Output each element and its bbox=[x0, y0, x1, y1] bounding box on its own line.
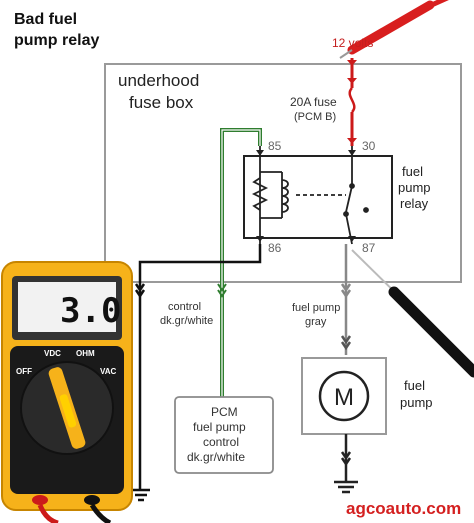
supply-wire bbox=[347, 58, 357, 146]
meter-lcd bbox=[18, 282, 116, 332]
pcm-label-line-3: control bbox=[203, 435, 239, 449]
meter-black-jack[interactable] bbox=[84, 495, 100, 505]
meter-vac-label: VAC bbox=[100, 367, 117, 376]
motor-letter: M bbox=[334, 384, 354, 411]
pcm-label-line-4: dk.gr/white bbox=[187, 450, 245, 464]
relay-label-line-2: pump bbox=[398, 180, 431, 195]
title-line-1: Bad fuel bbox=[14, 11, 77, 28]
pin-86-label: 86 bbox=[268, 241, 282, 255]
pcm-label-line-1: PCM bbox=[211, 405, 238, 419]
pump-label-line-2: pump bbox=[400, 395, 433, 410]
top-test-probe bbox=[339, 0, 449, 59]
pump-label-line-1: fuel bbox=[404, 378, 425, 393]
fuse-label-line-2: (PCM B) bbox=[294, 111, 336, 123]
fuse-box-outline bbox=[104, 63, 462, 283]
meter-red-lead bbox=[37, 504, 59, 523]
fuel-pump-box bbox=[301, 357, 387, 435]
fuse-box-label-line-2: fuse box bbox=[129, 93, 194, 112]
motor-symbol bbox=[318, 370, 370, 422]
relay-internals bbox=[251, 146, 369, 245]
control-wire-label-line-2: dk.gr/white bbox=[160, 315, 213, 327]
meter-ohm-label: OHM bbox=[76, 349, 95, 358]
meter-black-lead bbox=[89, 503, 112, 523]
fuse-label-line-1: 20A fuse bbox=[290, 95, 337, 109]
meter-ground-wire bbox=[132, 244, 262, 502]
pcm-box bbox=[174, 396, 274, 474]
control-wire-label-line-1: control bbox=[168, 301, 201, 313]
pin-30-label: 30 bbox=[362, 139, 376, 153]
meter-red-jack[interactable] bbox=[32, 495, 48, 505]
pin-87-label: 87 bbox=[362, 241, 376, 255]
pump-ground bbox=[334, 434, 358, 494]
meter-off-label: OFF bbox=[16, 367, 32, 376]
meter-vdc-label: VDC bbox=[44, 349, 61, 358]
ground-test-probe bbox=[351, 249, 474, 378]
fuse-symbol bbox=[348, 87, 356, 113]
pump-wire-label-line-2: gray bbox=[305, 316, 327, 328]
probe-voltage-label: 12 volts bbox=[332, 36, 373, 50]
fuse-box-label-line-1: underhood bbox=[118, 71, 199, 90]
title-line-2: pump relay bbox=[14, 32, 99, 49]
pin-85-label: 85 bbox=[268, 139, 282, 153]
relay-box bbox=[243, 155, 393, 239]
relay-label-line-1: fuel bbox=[402, 164, 423, 179]
pump-wire-label-line-1: fuel pump bbox=[292, 302, 340, 314]
relay-label-line-3: relay bbox=[400, 196, 429, 211]
pump-wire-gray bbox=[340, 244, 352, 355]
control-wire-green bbox=[217, 128, 262, 400]
multimeter: 3.0 VDC OHM OFF VAC bbox=[1, 261, 133, 511]
pcm-label-line-2: fuel pump bbox=[193, 420, 246, 434]
brand-watermark: agcoauto.com bbox=[346, 499, 461, 518]
meter-reading: 3.0 bbox=[60, 291, 121, 331]
